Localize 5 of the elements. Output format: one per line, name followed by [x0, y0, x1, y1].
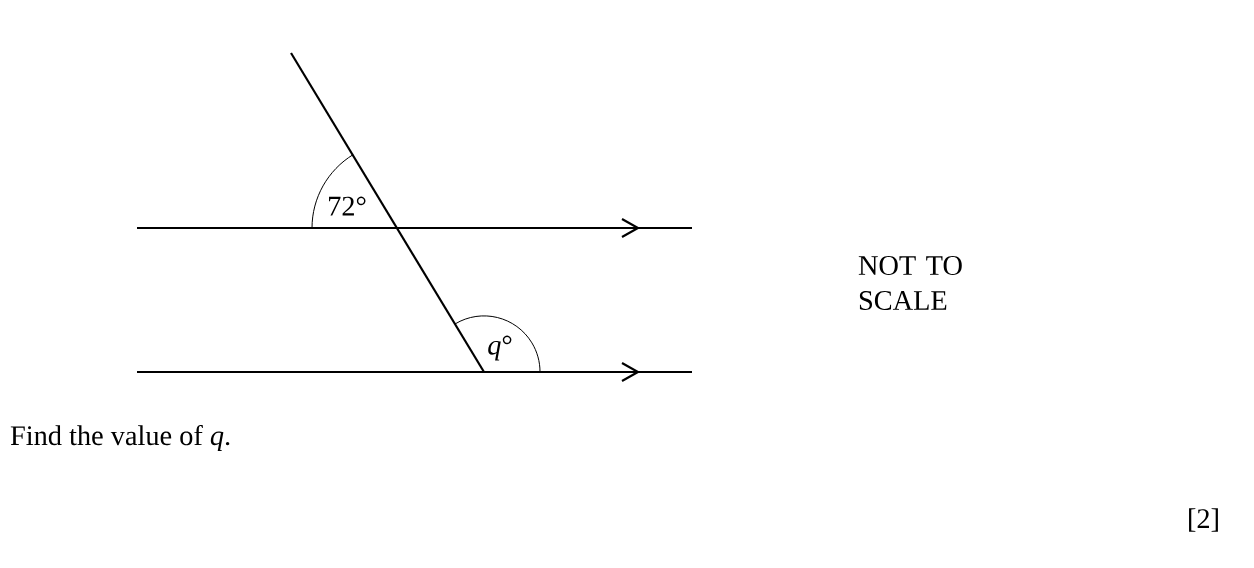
angle-label: 72° [329, 196, 366, 216]
note: NOT TO SCALE [858, 255, 962, 310]
angle-label: q° [488, 335, 512, 361]
question-text: Find the value of q. [10, 425, 230, 451]
mark-allocation: [2] [1189, 508, 1218, 532]
